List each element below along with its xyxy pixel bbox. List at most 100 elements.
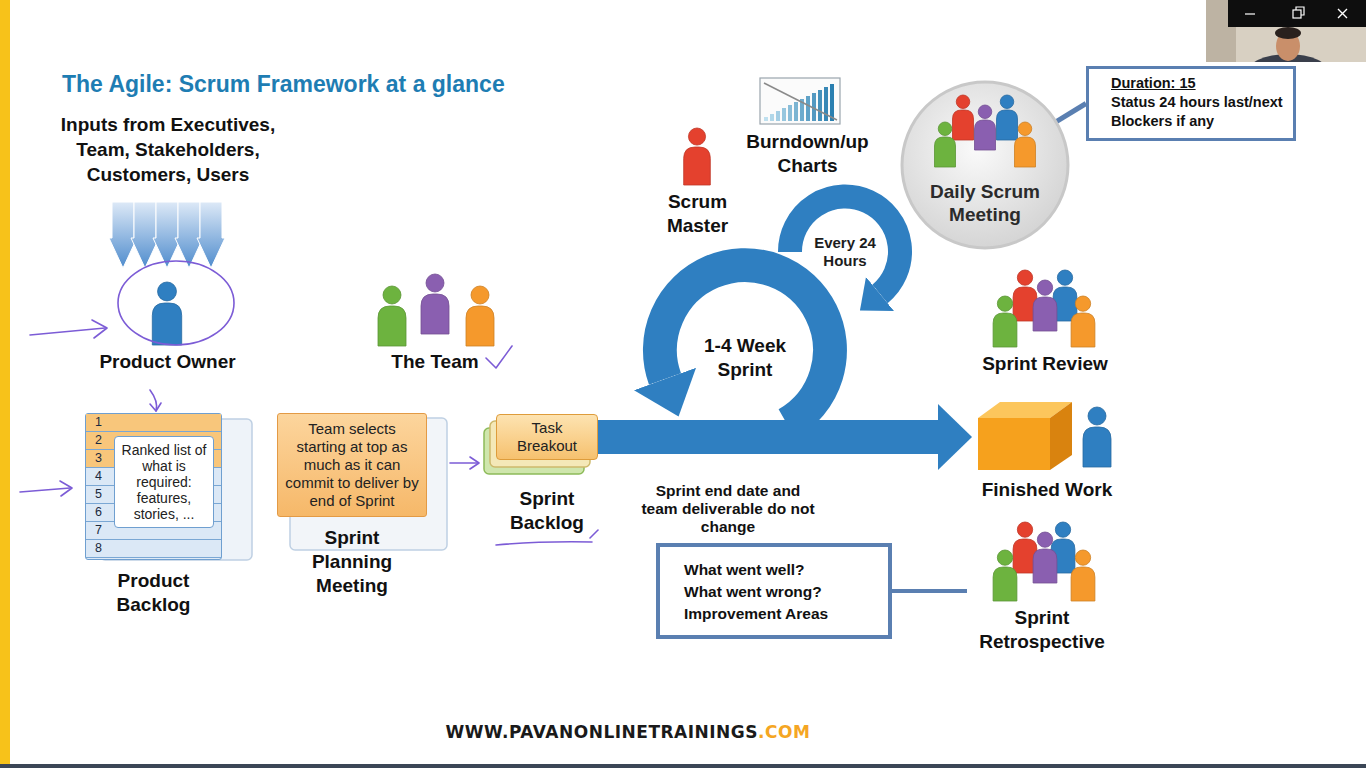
pen-circle: [118, 261, 234, 345]
node-text: The Team: [360, 350, 510, 374]
person-body: [1071, 567, 1095, 601]
person-head: [978, 105, 992, 119]
person-head: [1075, 296, 1090, 311]
restore-icon: [1293, 10, 1301, 18]
connector-line: [1056, 104, 1086, 122]
url-text: WWW.PAVANONLINETRAININGS: [446, 722, 758, 742]
chart-trend-line: [764, 83, 837, 120]
cube-side: [1050, 402, 1072, 470]
node-text: Team selects starting at top as much as …: [284, 420, 420, 510]
event-node: Sprint Retrospective: [967, 520, 1117, 654]
pen-stroke: [20, 488, 70, 492]
burndown-chart-icon: [760, 78, 840, 124]
finished-work-cube: [978, 402, 1072, 470]
node-text: What went well?: [684, 559, 872, 581]
daily-loop-arrow: [790, 197, 900, 294]
person-icon: [1071, 296, 1095, 347]
person-icon: [997, 95, 1018, 140]
chart-bar: [782, 108, 786, 121]
pen-stroke: [470, 457, 479, 469]
role-node: Product Owner: [90, 278, 245, 374]
cube-front: [978, 418, 1050, 470]
node-text: Improvement Areas: [684, 603, 872, 625]
person-icon: [975, 105, 996, 150]
person-head: [1000, 95, 1014, 109]
person-body: [997, 110, 1018, 140]
node-text: 7: [86, 522, 221, 539]
person-icon: [953, 95, 974, 140]
person-head: [1055, 522, 1070, 537]
backlog-stack: Product Backlog12345678Ranked list of wh…: [85, 413, 222, 560]
person-head: [158, 282, 177, 301]
person-body: [975, 120, 996, 150]
person-body: [152, 303, 181, 345]
input-arrow: [131, 202, 159, 268]
meeting-circle: Daily Scrum Meeting: [900, 80, 1070, 250]
person-icon: [421, 274, 449, 334]
person-body: [1033, 297, 1057, 331]
node-text: Burndown/up Charts: [730, 130, 885, 178]
backlog-card: Ranked list of what is required: feature…: [114, 436, 214, 528]
person-head: [938, 122, 952, 136]
person-body: [935, 137, 956, 167]
person-icon: [1033, 280, 1057, 331]
flow-arrow: [598, 420, 938, 454]
person-head: [1075, 550, 1090, 565]
person-head: [688, 128, 705, 145]
chart-frame: [760, 78, 840, 124]
pen-stroke: [92, 320, 107, 338]
node-heading: Product Backlog: [94, 569, 214, 617]
person-body: [993, 567, 1017, 601]
chart-bar: [794, 102, 798, 121]
circle-shape: [902, 82, 1068, 248]
restore-icon: [1296, 7, 1304, 15]
input-arrow: [197, 202, 225, 268]
person-head: [1017, 522, 1032, 537]
chart-bar: [818, 90, 822, 121]
person-body: [993, 313, 1017, 347]
pen-stroke: [60, 481, 72, 496]
person-icon: [935, 122, 956, 167]
person-icon: [993, 550, 1017, 601]
node-text: Daily Scrum Meeting: [910, 180, 1060, 226]
window-title-bar: [1228, 0, 1366, 27]
person-body: [378, 306, 406, 346]
event-node: Sprint Review: [975, 268, 1115, 376]
chart-bar: [770, 114, 774, 121]
footer-row: WWW.PAVANONLINETRAININGS.COM: [0, 722, 1256, 742]
person-icon: [684, 128, 711, 185]
person-head: [1018, 122, 1032, 136]
node-text: 8: [86, 540, 221, 557]
callout-box: Duration: 15Status 24 hours last/nextBlo…: [1086, 66, 1296, 141]
chart-bar: [830, 84, 834, 121]
person-body: [421, 294, 449, 334]
node-text: Sprint Retrospective: [967, 606, 1117, 654]
person-icon: [1071, 550, 1095, 601]
person-icon: [1033, 532, 1057, 583]
cycle-label: Every 24 Hours: [805, 234, 885, 270]
person-head: [1037, 532, 1052, 547]
node-text: Task Breakout: [501, 419, 593, 455]
webcam-wall: [1206, 0, 1366, 62]
chart-bar: [806, 96, 810, 121]
minimize-icon: [1245, 13, 1255, 14]
diagram-title: The Agile: Scrum Framework at a glance: [62, 71, 505, 98]
person-head: [997, 296, 1012, 311]
input-arrow: [109, 202, 137, 268]
node-text: Scrum Master: [640, 190, 755, 238]
url-text: .COM: [758, 722, 810, 742]
close-icon: [1338, 9, 1347, 18]
person-icon: [466, 286, 494, 346]
node-text: Status 24 hours last/next: [1111, 93, 1283, 112]
person-head: [383, 286, 401, 304]
person-body: [1033, 549, 1057, 583]
side-bar: [0, 0, 10, 768]
person-head: [997, 550, 1012, 565]
person-head: [1088, 407, 1106, 425]
person-head: [956, 95, 970, 109]
node-text: Product Owner: [90, 350, 245, 374]
backlog-row: 1: [86, 414, 221, 432]
work-node: Finished Work: [972, 400, 1122, 502]
node-text: Ranked list of what is required: feature…: [119, 442, 209, 522]
